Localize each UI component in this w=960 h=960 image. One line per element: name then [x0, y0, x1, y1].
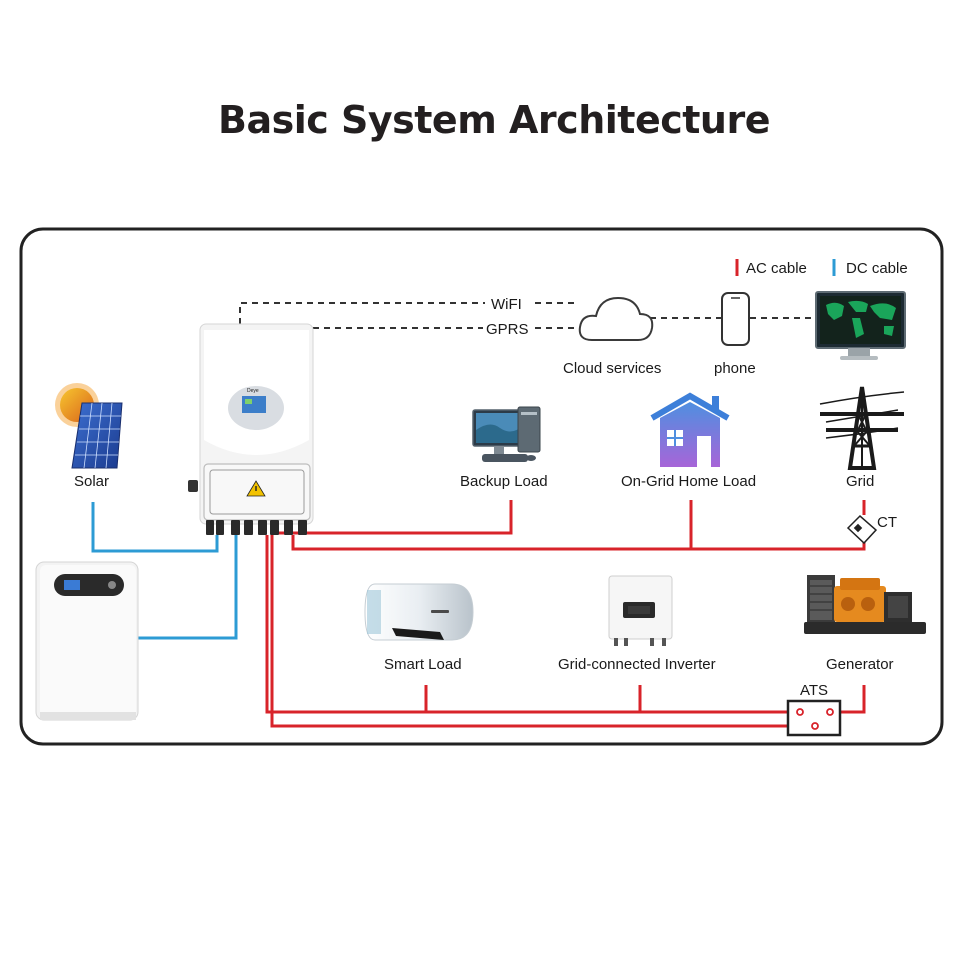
generator-cable	[834, 685, 866, 714]
grid-inverter-label: Grid-connected Inverter	[558, 656, 716, 673]
legend: AC cable DC cable	[735, 259, 908, 277]
generator-label: Generator	[826, 656, 894, 673]
grid-label: Grid	[846, 473, 874, 490]
warning-icon	[246, 480, 266, 497]
battery-dc-cable	[138, 535, 238, 640]
power-tower-icon	[819, 386, 905, 470]
comm-lines	[239, 302, 815, 329]
diagram-frame	[19, 227, 944, 746]
phone-label: phone	[714, 360, 756, 377]
solar-label: Solar	[74, 473, 109, 490]
water-heater-icon	[364, 583, 474, 641]
svg-text:Deye: Deye	[247, 388, 259, 394]
page-title: Basic System Architecture	[218, 98, 770, 142]
ac-cables	[265, 500, 866, 728]
solar-dc-cable	[91, 502, 219, 553]
ct-label: CT	[877, 514, 897, 531]
ats-icon	[786, 699, 842, 737]
house-icon	[650, 392, 730, 467]
inverter-icon: Deye	[188, 323, 314, 535]
battery-icon	[35, 561, 139, 721]
ac-legend-label: AC cable	[746, 260, 807, 277]
grid-inverter-icon	[608, 575, 673, 646]
wifi-line	[239, 302, 485, 324]
grid-cable	[291, 535, 866, 551]
solar-panel-icon	[55, 383, 123, 469]
gen-ac-cable-2	[270, 535, 812, 728]
monitor-icon	[815, 291, 906, 360]
smart-load-label: Smart Load	[384, 656, 462, 673]
cloud-icon	[578, 296, 654, 341]
phone-icon	[721, 292, 750, 346]
cloud-label: Cloud services	[563, 360, 661, 377]
gprs-label: GPRS	[486, 321, 529, 338]
gen-ac-cable	[265, 535, 818, 714]
backup-load-label: Backup Load	[460, 473, 548, 490]
computer-icon	[472, 406, 541, 462]
ats-label: ATS	[800, 682, 828, 699]
ongrid-home-load-label: On-Grid Home Load	[621, 473, 756, 490]
ct-clamp-icon	[846, 514, 878, 545]
wifi-label: WiFI	[491, 296, 522, 313]
generator-icon	[804, 575, 926, 634]
dc-legend-label: DC cable	[846, 260, 908, 277]
dc-cables	[91, 502, 238, 640]
